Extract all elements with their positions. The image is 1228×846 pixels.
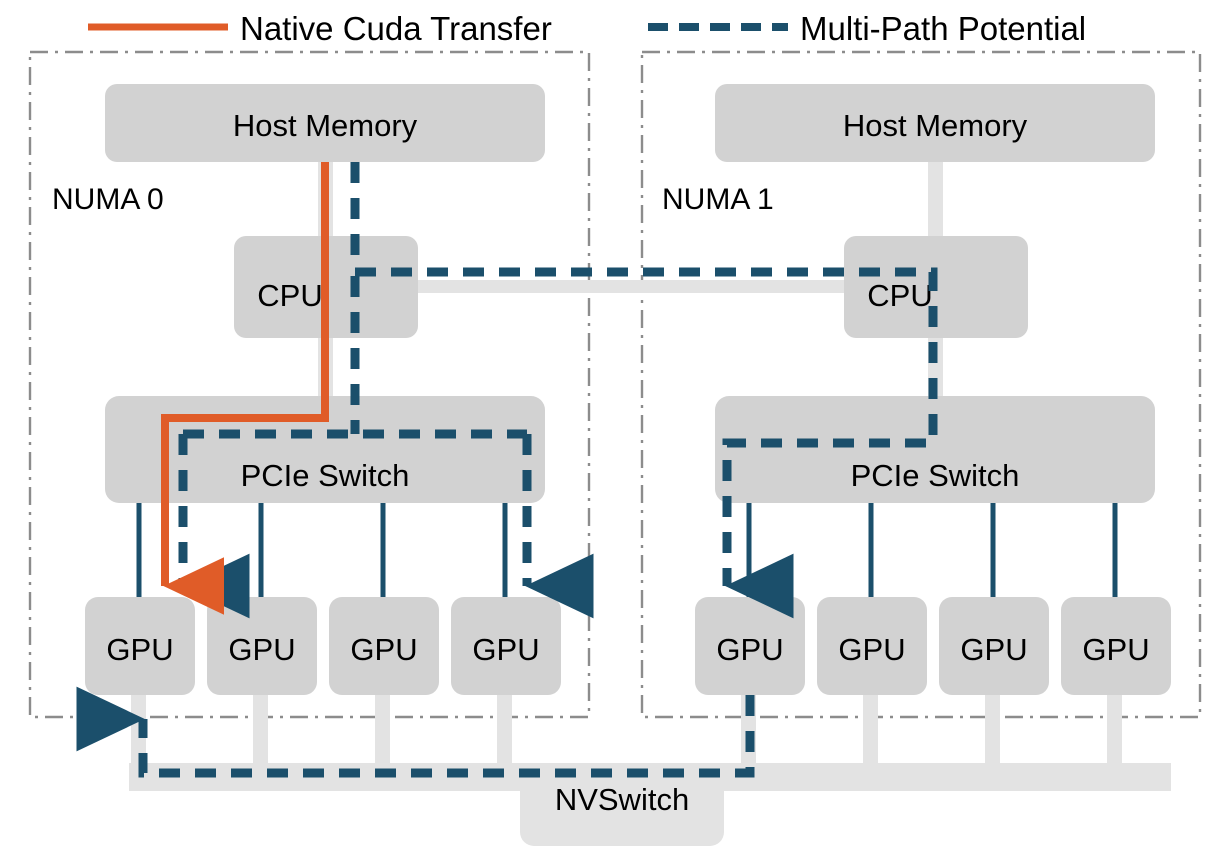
gpu-label-0-1: GPU bbox=[228, 632, 295, 667]
gpu-box-1-0[interactable] bbox=[695, 597, 805, 695]
numa-0-label: NUMA 0 bbox=[52, 183, 164, 216]
legend-label-multipath: Multi-Path Potential bbox=[800, 10, 1086, 47]
pcie-switch-box-numa1[interactable] bbox=[715, 396, 1155, 503]
host-memory-label-numa1: Host Memory bbox=[843, 108, 1028, 143]
nvlink-stub-gpu2 bbox=[253, 690, 268, 770]
legend-label-native: Native Cuda Transfer bbox=[240, 10, 552, 47]
nvlink-stub-gpu3 bbox=[375, 690, 390, 770]
numa-1-group: Host Memory NUMA 1 CPU PCIe Switch GPU G… bbox=[662, 84, 1171, 695]
gpu-label-0-0: GPU bbox=[106, 632, 173, 667]
gpu-box-0-0[interactable] bbox=[85, 597, 195, 695]
nvlink-stub-gpu8 bbox=[1107, 690, 1122, 770]
host-memory-box-numa1[interactable] bbox=[715, 84, 1155, 162]
gpu-label-1-1: GPU bbox=[838, 632, 905, 667]
gpu-box-1-3[interactable] bbox=[1061, 597, 1171, 695]
pcie-switch-label-numa0: PCIe Switch bbox=[241, 458, 410, 493]
nvswitch-label: NVSwitch bbox=[555, 782, 689, 817]
numa-0-group: Host Memory NUMA 0 CPU PCIe Switch GPU G… bbox=[52, 84, 561, 695]
cpu-label-numa0: CPU bbox=[257, 278, 322, 313]
gpu-label-1-2: GPU bbox=[960, 632, 1027, 667]
gpu-label-0-3: GPU bbox=[472, 632, 539, 667]
pcie-switch-box-numa0[interactable] bbox=[105, 396, 545, 503]
legend-item-native-cuda-transfer: Native Cuda Transfer bbox=[88, 10, 552, 47]
native-path-hostmem-to-gpu1 bbox=[161, 162, 329, 615]
nvswitch-box[interactable] bbox=[520, 772, 724, 846]
multipath-route-nvswitch-to-gpu1 bbox=[76, 686, 755, 778]
gpu-box-1-2[interactable] bbox=[939, 597, 1049, 695]
connector-cpu-to-cpu bbox=[330, 280, 898, 293]
legend-item-multi-path-potential: Multi-Path Potential bbox=[648, 10, 1086, 47]
gpu-label-1-0: GPU bbox=[716, 632, 783, 667]
numa-1-boundary bbox=[640, 50, 1202, 719]
nvlink-stub-gpu7 bbox=[985, 690, 1000, 770]
host-memory-label-numa0: Host Memory bbox=[233, 108, 418, 143]
numa-0-boundary bbox=[28, 50, 591, 719]
nvlink-stub-gpu6 bbox=[863, 690, 878, 770]
gpu-box-0-1[interactable] bbox=[207, 597, 317, 695]
native-cuda-transfer-route bbox=[161, 162, 329, 615]
host-memory-box-numa0[interactable] bbox=[105, 84, 545, 162]
gpu-label-0-2: GPU bbox=[350, 632, 417, 667]
pcie-switch-label-numa1: PCIe Switch bbox=[851, 458, 1020, 493]
gpu-box-0-3[interactable] bbox=[451, 597, 561, 695]
gpu-label-1-3: GPU bbox=[1082, 632, 1149, 667]
gpu-box-0-2[interactable] bbox=[329, 597, 439, 695]
nvlink-stub-gpu4 bbox=[497, 690, 512, 770]
numa-1-label: NUMA 1 bbox=[662, 183, 774, 216]
gpu-box-1-1[interactable] bbox=[817, 597, 927, 695]
cpu-label-numa1: CPU bbox=[867, 278, 932, 313]
legend: Native Cuda Transfer Multi-Path Potentia… bbox=[88, 10, 1086, 47]
